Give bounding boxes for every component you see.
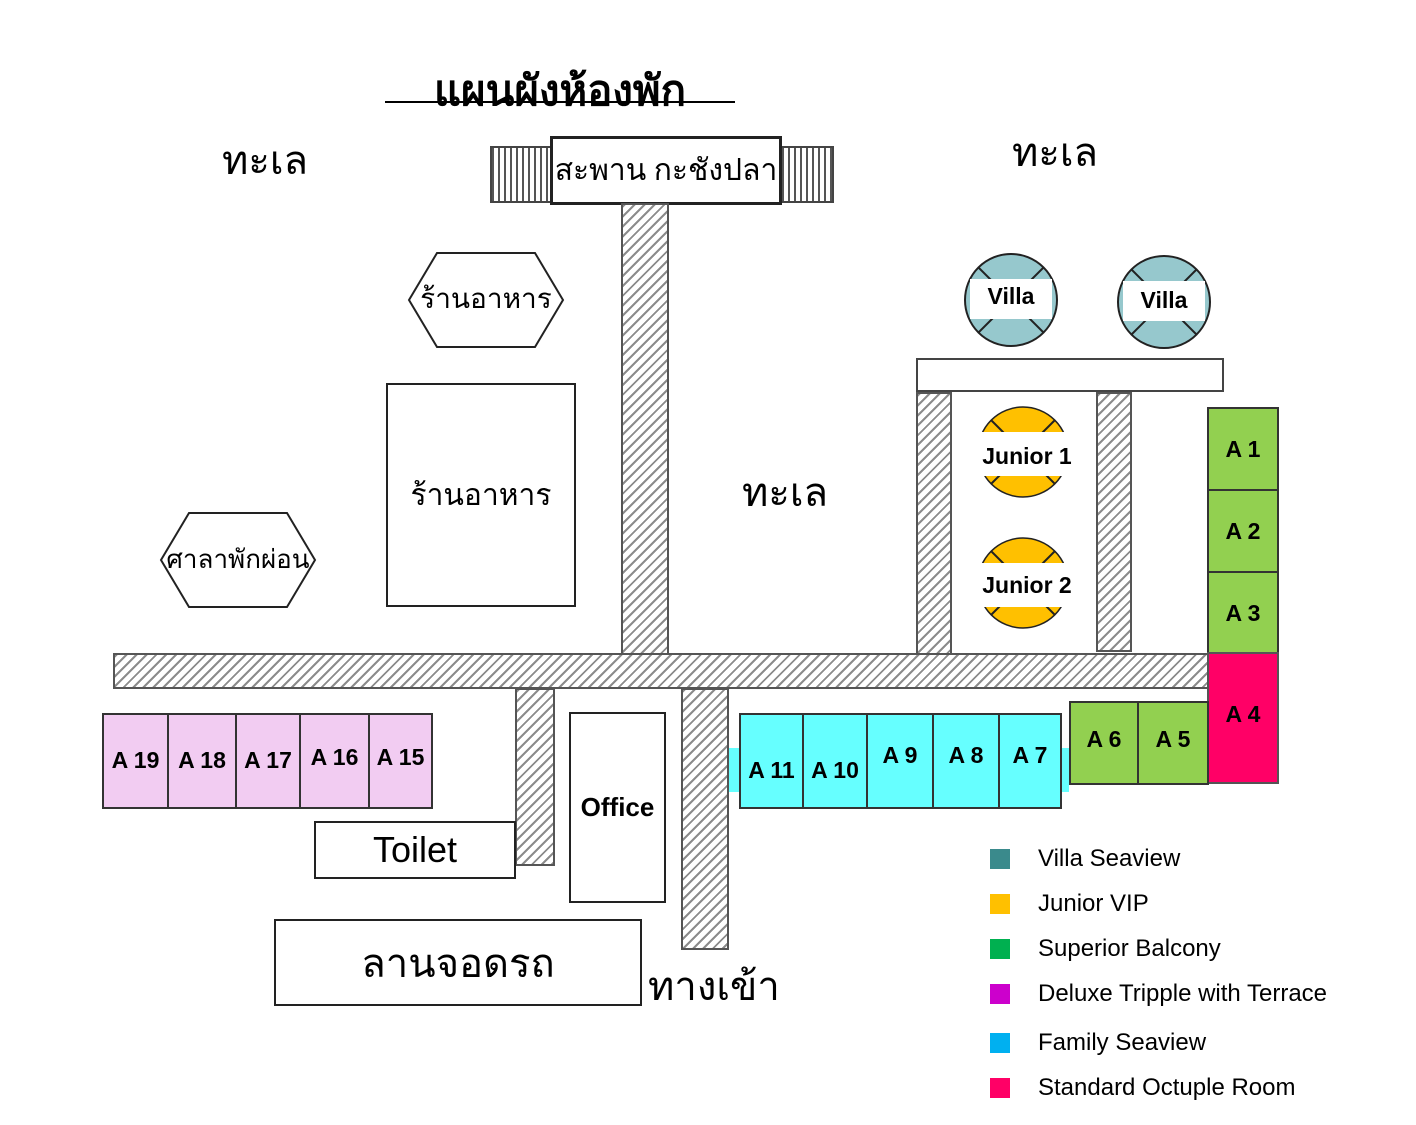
room-a11[interactable]: A 11 (739, 713, 804, 809)
legend-item-standard: Standard Octuple Room (990, 1073, 1295, 1103)
villa-1 (964, 253, 1058, 347)
parking-lot: ลานจอดรถ (274, 919, 642, 1006)
villa-2 (1117, 255, 1211, 349)
junior-1-label: Junior 1 (982, 442, 1072, 469)
room-a6[interactable]: A 6 (1069, 701, 1139, 785)
room-a8[interactable]: A 8 (932, 713, 1000, 809)
pier-walkway (621, 203, 669, 655)
villa-1-label: Villa (987, 282, 1035, 309)
legend-label: Superior Balcony (1038, 935, 1221, 962)
legend-label: Deluxe Tripple with Terrace (1038, 980, 1328, 1007)
page-title: แผนผังห้องพัก (433, 69, 687, 115)
pier-left-hatch (490, 146, 552, 203)
main-walkway (113, 653, 1210, 689)
title-underline (385, 101, 735, 103)
room-a10[interactable]: A 10 (802, 713, 868, 809)
villa-walkway (916, 358, 1224, 392)
restaurant-building: ร้านอาหาร (386, 383, 576, 607)
office-building: Office (569, 712, 666, 903)
pavilion-hexagon (159, 512, 317, 608)
entrance-label: ทางเข้า (648, 964, 780, 1009)
room-a18[interactable]: A 18 (167, 713, 237, 809)
room-a1[interactable]: A 1 (1207, 407, 1279, 491)
sea-label: ทะเล (222, 138, 309, 183)
legend-swatch (990, 1078, 1010, 1098)
room-a9[interactable]: A 9 (866, 713, 934, 809)
room-a19[interactable]: A 19 (102, 713, 169, 809)
legend-swatch (990, 939, 1010, 959)
legend-swatch (990, 894, 1010, 914)
pier-label: สะพาน กะชังปลา (550, 136, 782, 205)
pier-right-hatch (780, 146, 834, 203)
junior-1 (977, 406, 1069, 498)
room-a3[interactable]: A 3 (1207, 571, 1279, 655)
pavilion-label: ศาลาพักผ่อน (166, 544, 310, 574)
junior-2-label: Junior 2 (982, 571, 1072, 598)
restaurant-hexagon (407, 252, 565, 348)
legend-label: Villa Seaview (1038, 845, 1181, 872)
room-a17[interactable]: A 17 (235, 713, 301, 809)
legend-label: Standard Octuple Room (1038, 1074, 1296, 1101)
legend-item-superior: Superior Balcony (990, 934, 1221, 964)
restaurant-hex-label: ร้านอาหาร (420, 284, 552, 315)
room-a2[interactable]: A 2 (1207, 489, 1279, 573)
legend-swatch (990, 984, 1010, 1004)
junior-walkway-right (1096, 392, 1132, 652)
legend-item-junior: Junior VIP (990, 889, 1149, 919)
room-a16[interactable]: A 16 (299, 713, 370, 809)
room-a4[interactable]: A 4 (1207, 652, 1279, 784)
toilet-building: Toilet (314, 821, 516, 879)
room-a15[interactable]: A 15 (368, 713, 433, 809)
legend-swatch (990, 849, 1010, 869)
legend-item-deluxe: Deluxe Tripple with Terrace (990, 979, 1327, 1009)
legend-label: Family Seaview (1038, 1029, 1207, 1056)
legend-item-villa: Villa Seaview (990, 844, 1180, 874)
junior-2 (977, 537, 1069, 629)
legend-label: Junior VIP (1038, 890, 1149, 917)
sea-label: ทะเล (742, 470, 829, 515)
walkway-entrance (681, 688, 729, 950)
walkway-toilet (515, 688, 555, 866)
sea-label: ทะเล (1012, 130, 1099, 175)
junior-walkway-left (916, 392, 952, 655)
room-a5[interactable]: A 5 (1137, 701, 1209, 785)
villa-2-label: Villa (1140, 286, 1188, 313)
legend-swatch (990, 1033, 1010, 1053)
legend-item-family: Family Seaview (990, 1028, 1206, 1058)
room-a7[interactable]: A 7 (998, 713, 1062, 809)
